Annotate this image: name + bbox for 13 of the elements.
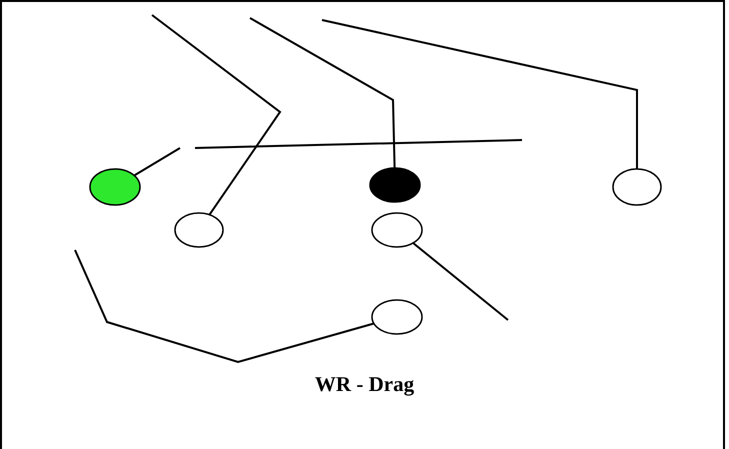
player-marker bbox=[612, 168, 662, 206]
player-marker bbox=[174, 212, 224, 248]
player-marker bbox=[371, 212, 423, 248]
route-line bbox=[322, 19, 638, 169]
player-marker bbox=[369, 167, 421, 203]
route-line bbox=[74, 250, 374, 364]
route-line bbox=[412, 242, 509, 321]
play-caption: WR - Drag bbox=[314, 372, 414, 396]
route-line bbox=[250, 17, 396, 168]
route-line bbox=[133, 139, 523, 176]
player-marker bbox=[371, 299, 423, 335]
player-marker bbox=[89, 168, 141, 206]
route-line bbox=[151, 14, 282, 216]
